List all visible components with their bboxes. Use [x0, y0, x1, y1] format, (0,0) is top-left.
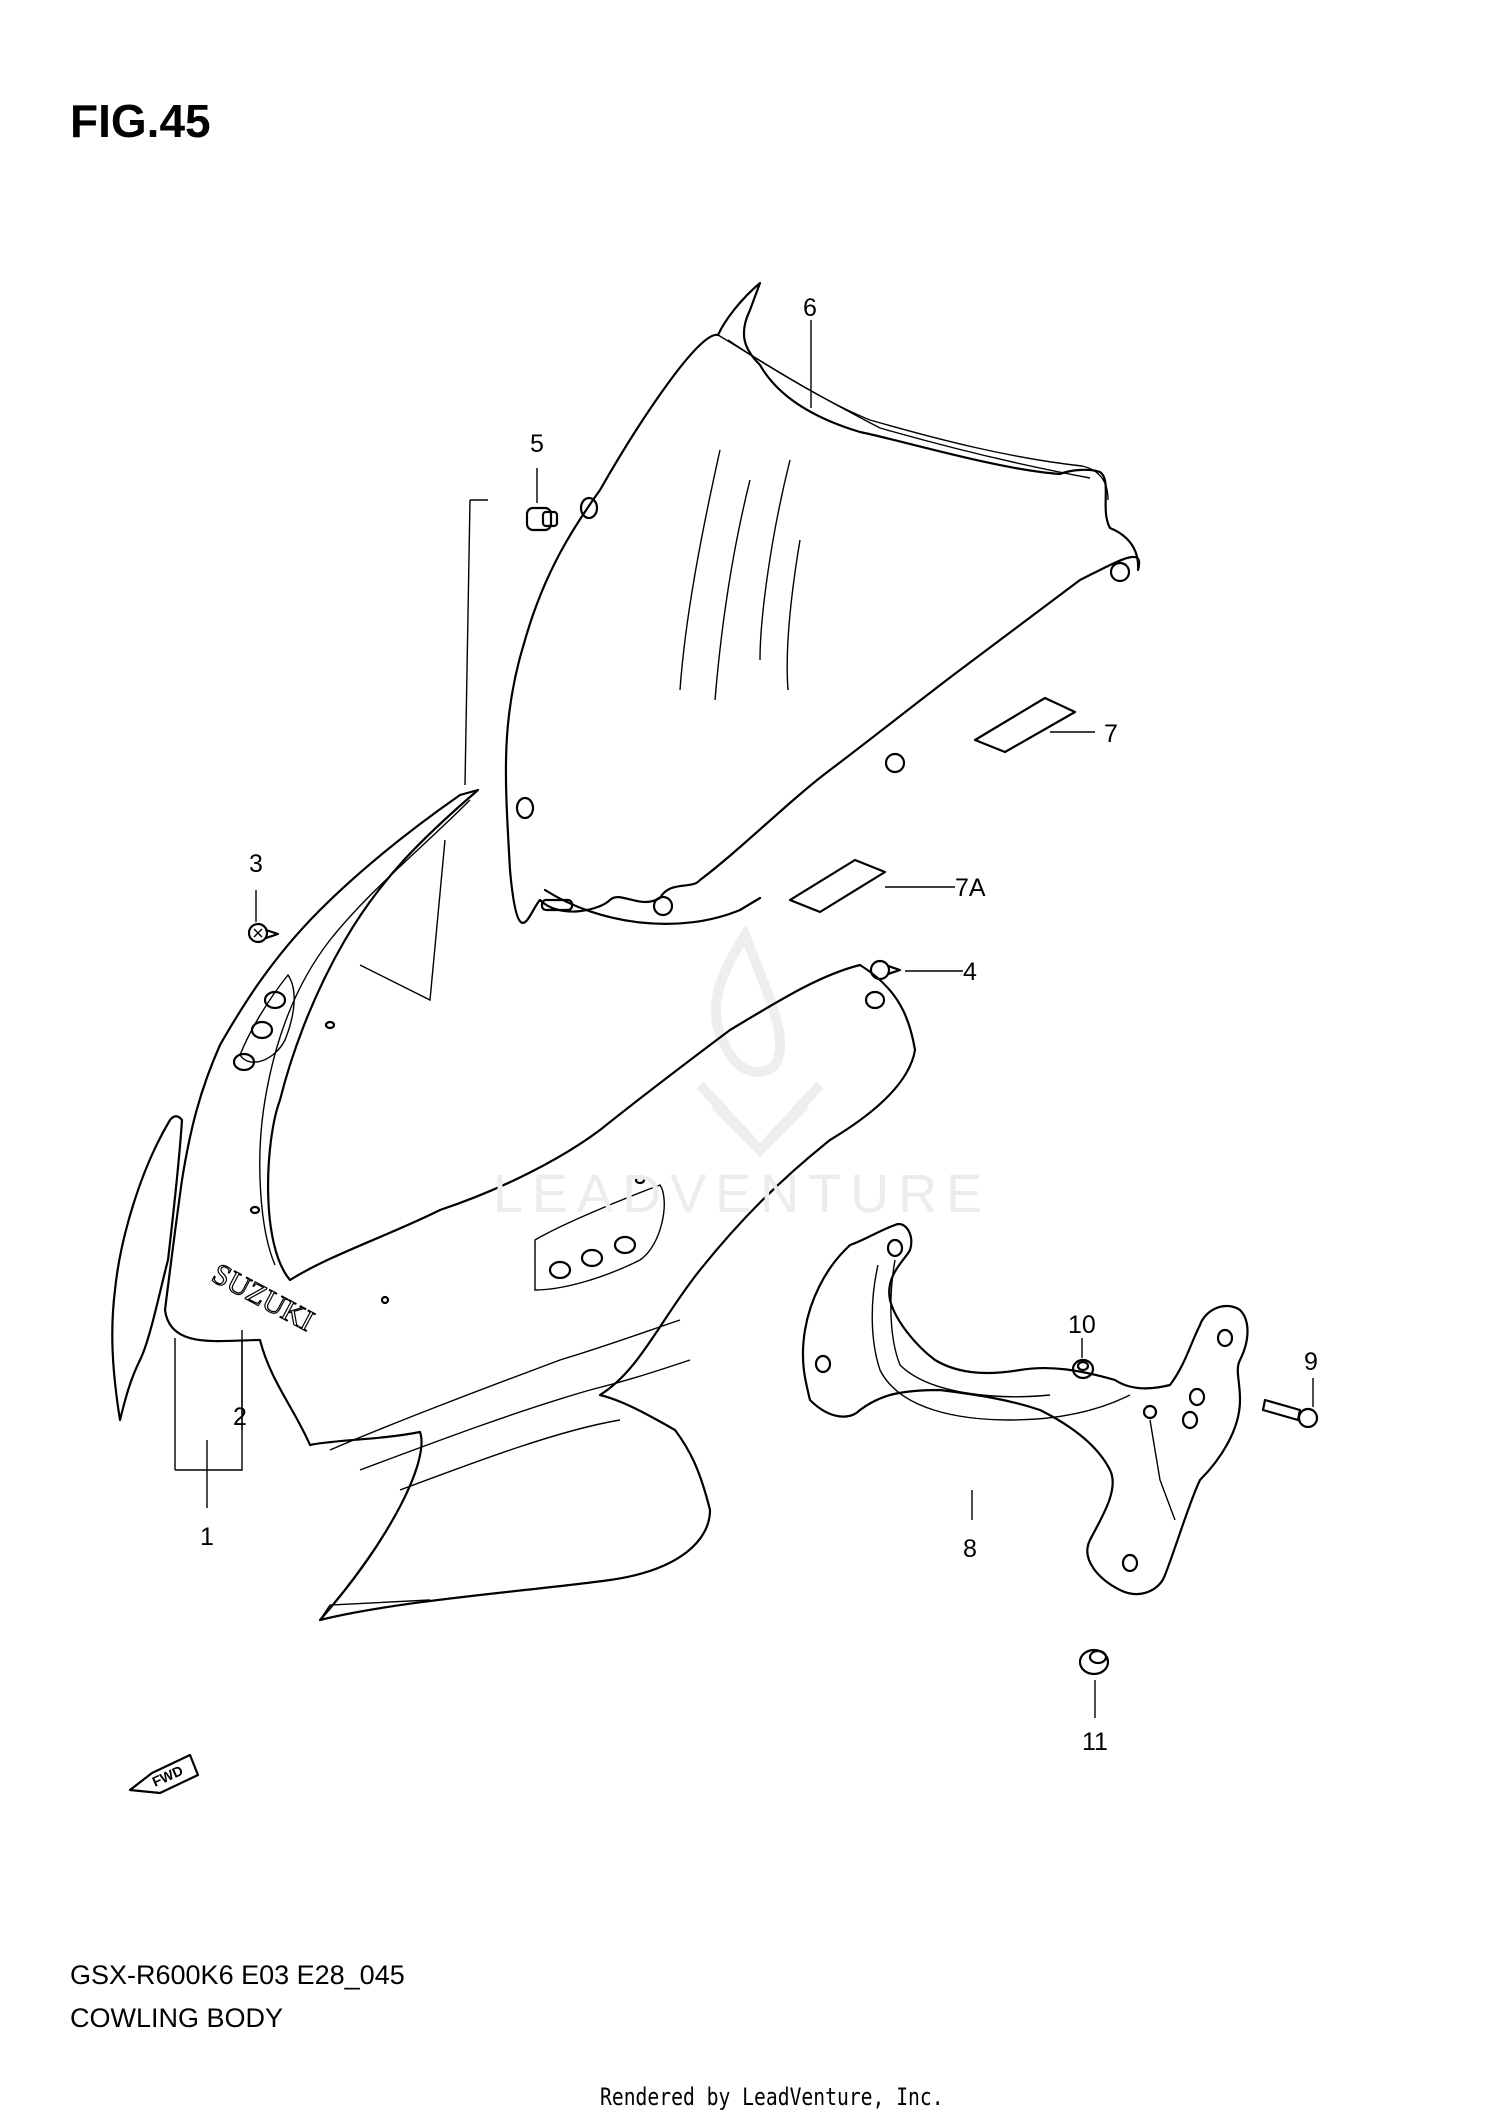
section-name: COWLING BODY [70, 2003, 284, 2033]
fastener-part-5[interactable] [525, 506, 559, 532]
callout-labels: 1 2 3 4 5 6 7 7A 8 9 10 11 [200, 294, 1318, 1756]
callout-7a[interactable]: 7A [955, 874, 986, 902]
callout-11[interactable]: 11 [1082, 1728, 1108, 1756]
watermark-logo [696, 923, 824, 1158]
callout-9[interactable]: 9 [1304, 1348, 1318, 1376]
callout-4[interactable]: 4 [963, 958, 977, 986]
callout-8[interactable]: 8 [963, 1535, 977, 1563]
callout-2[interactable]: 2 [233, 1403, 247, 1431]
fwd-label: FWD [150, 1762, 186, 1790]
bolt-part-9[interactable] [1261, 1398, 1319, 1429]
leader-lines [174, 320, 1314, 1718]
pad-part-7a[interactable] [788, 858, 887, 914]
screw-part-4[interactable] [869, 959, 902, 981]
callout-5[interactable]: 5 [530, 430, 544, 458]
figure-title: FIG.45 [70, 95, 211, 147]
callout-7[interactable]: 7 [1104, 720, 1118, 748]
pad-part-7[interactable] [973, 696, 1077, 754]
nut-part-10[interactable] [1071, 1358, 1095, 1380]
callout-3[interactable]: 3 [249, 850, 263, 878]
callout-10[interactable]: 10 [1068, 1311, 1096, 1339]
callout-1[interactable]: 1 [200, 1523, 214, 1551]
model-code: GSX-R600K6 E03 E28_045 [70, 1960, 405, 1990]
callout-6[interactable]: 6 [803, 294, 817, 322]
render-credit: Rendered by LeadVenture, Inc. [600, 2083, 944, 2111]
bracket-part-8[interactable] [801, 1222, 1249, 1596]
watermark-text: LEADVENTURE [493, 1164, 992, 1224]
screw-part-3[interactable] [247, 922, 280, 944]
cowling-brand-text: SUZUKI [207, 1257, 320, 1338]
fwd-direction-marker: FWD [128, 1753, 200, 1795]
windscreen-part-6[interactable] [504, 281, 1141, 925]
screen-reference-lines [359, 499, 488, 1002]
damper-part-11[interactable] [1078, 1648, 1110, 1676]
